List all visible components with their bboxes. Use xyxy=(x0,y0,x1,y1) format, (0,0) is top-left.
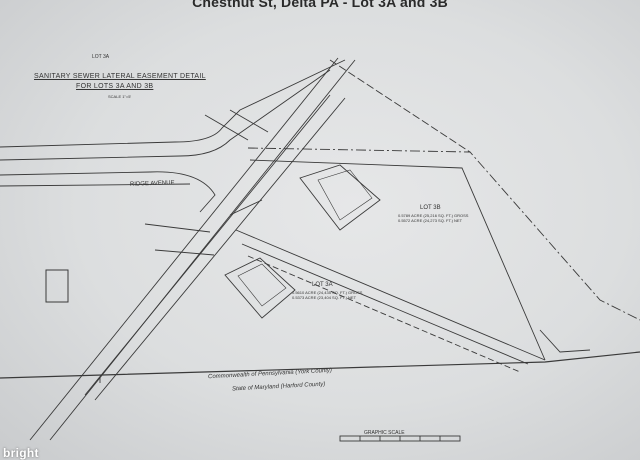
property-line xyxy=(247,147,640,321)
easement-line xyxy=(235,229,546,361)
road-edge xyxy=(94,97,346,401)
street-line xyxy=(0,59,346,148)
lot-3a-gross: 0.5610 ACRE (24,435 SQ. FT.) GROSS xyxy=(292,290,363,295)
street-line xyxy=(0,69,331,161)
building-outline xyxy=(224,257,296,319)
lot-3a-net: 0.5373 ACRE (23,404 SQ. FT.) NET xyxy=(292,295,357,300)
graphic-scale-label: GRAPHIC SCALE xyxy=(364,430,405,436)
road-edge xyxy=(29,57,339,441)
building-outline xyxy=(317,169,373,221)
small-lot xyxy=(45,269,69,303)
detail-subtitle: FOR LOTS 3A AND 3B xyxy=(76,83,154,90)
lot-3a-area: 0.5610 ACRE (24,435 SQ. FT.) GROSS 0.537… xyxy=(292,290,362,300)
street-line xyxy=(0,183,191,187)
building-outline xyxy=(299,164,381,231)
easement-line xyxy=(241,243,529,365)
building-outline xyxy=(237,263,287,307)
street-line xyxy=(0,171,216,213)
scale-note: SCALE 1"=5' xyxy=(108,94,132,99)
lot-3b-gross: 0.5789 ACRE (25,216 SQ. FT.) GROSS xyxy=(398,213,469,218)
lot-3b-area: 0.5789 ACRE (25,216 SQ. FT.) GROSS 0.557… xyxy=(398,213,468,223)
property-line xyxy=(329,59,471,153)
property-line xyxy=(249,159,546,361)
brand-watermark: bright xyxy=(3,446,39,460)
road-edge xyxy=(84,94,331,396)
road-edge xyxy=(49,59,356,441)
lot-3b-label: LOT 3B xyxy=(420,205,441,211)
state-line xyxy=(0,351,640,379)
scale-ticks xyxy=(359,436,441,441)
detail-title: SANITARY SEWER LATERAL EASEMENT DETAIL xyxy=(34,73,206,80)
lot-label-top: LOT 3A xyxy=(92,54,110,60)
leader-line xyxy=(539,329,591,353)
leader-line xyxy=(144,109,269,256)
listing-title: Chestnut St, Delta PA - Lot 3A and 3B xyxy=(192,0,448,10)
lot-3b-net: 0.5572 ACRE (24,273 SQ. FT.) NET xyxy=(398,218,463,223)
easement-line xyxy=(247,255,521,373)
lot-3a-label: LOT 3A xyxy=(312,282,333,288)
